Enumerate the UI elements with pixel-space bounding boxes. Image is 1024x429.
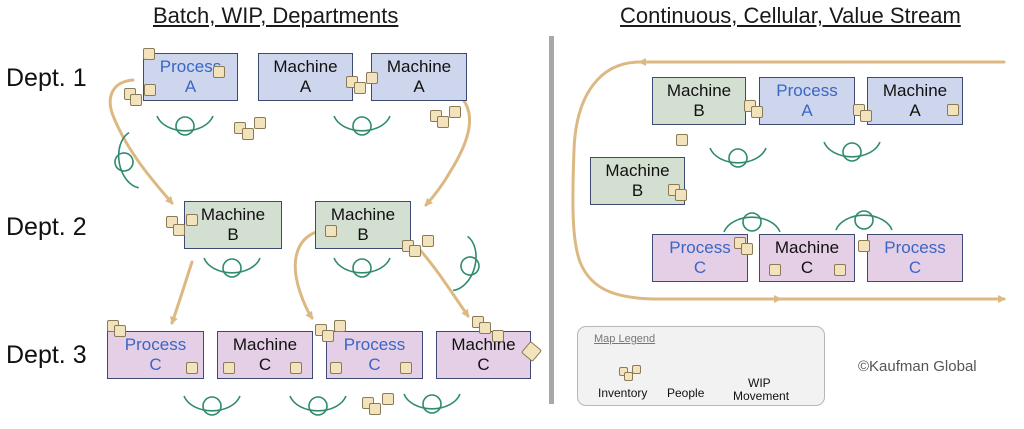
inventory-icon	[354, 82, 366, 94]
wip-arrow-machine-b-to-machine-c	[418, 248, 470, 318]
inventory-icon	[858, 240, 870, 252]
inventory-icon	[676, 134, 688, 146]
inventory-icon	[173, 224, 185, 236]
people-icon	[452, 235, 480, 292]
dept-1-label: Dept. 1	[6, 64, 87, 92]
people-icon	[156, 115, 214, 136]
people-icon	[403, 393, 461, 414]
inventory-icon	[834, 264, 846, 276]
inventory-icon	[449, 106, 461, 118]
right-title: Continuous, Cellular, Value Stream	[620, 3, 961, 28]
dept-3-label: Dept. 3	[6, 341, 87, 369]
inventory-icon	[479, 322, 491, 334]
people-group	[114, 115, 893, 416]
inventory-icon	[741, 243, 753, 255]
inventory-icon	[144, 84, 156, 96]
legend-wip-label-2: Movement	[733, 389, 790, 403]
inventory-icon	[213, 66, 225, 78]
legend-title: Map Legend	[594, 333, 656, 345]
inventory-icon	[186, 214, 198, 226]
people-icon	[183, 395, 241, 416]
legend-inventory-icon	[619, 367, 628, 376]
inventory-icon	[422, 235, 434, 247]
inventory-icon	[751, 106, 763, 118]
copyright-text: ©Kaufman Global	[858, 358, 977, 375]
inventory-icon	[143, 48, 155, 60]
inventory-icon	[400, 362, 412, 374]
people-icon	[723, 212, 781, 233]
people-icon	[333, 257, 391, 278]
people-icon	[709, 147, 767, 168]
inventory-icon	[325, 225, 337, 237]
inventory-icon	[675, 189, 687, 201]
inventory-icon	[223, 362, 235, 374]
legend-inventory-label: Inventory	[598, 386, 648, 400]
inventory-icon	[369, 403, 381, 415]
people-icon	[203, 257, 261, 278]
inventory-icon	[114, 325, 126, 337]
people-icon	[333, 115, 391, 136]
wip-arrow-machine-b-to-process-c-2	[293, 230, 318, 320]
inventory-icon	[947, 104, 959, 116]
inventory-icon	[322, 330, 334, 342]
inventory-icon	[409, 245, 421, 257]
legend-inventory-icon	[632, 365, 641, 374]
people-icon	[114, 132, 139, 189]
inventory-icon	[860, 110, 872, 122]
people-icon	[835, 210, 893, 231]
inventory-icon	[382, 393, 394, 405]
inventory-icon	[366, 72, 378, 84]
legend-inventory-icon	[624, 372, 633, 381]
legend-wip-label-1: WIP	[748, 376, 771, 390]
people-icon	[823, 141, 881, 162]
inventory-icon	[186, 362, 198, 374]
left-title: Batch, WIP, Departments	[153, 3, 399, 28]
inventory-icon	[330, 362, 342, 374]
inventory-icon	[334, 320, 346, 332]
people-icon	[289, 395, 347, 416]
inventory-icon	[130, 94, 142, 106]
dept-2-label: Dept. 2	[6, 213, 87, 241]
section-divider	[549, 36, 554, 404]
inventory-icon	[254, 117, 266, 129]
wip-arrow-machine-a-to-machine-b	[424, 92, 472, 207]
inventory-icon	[437, 116, 449, 128]
wip-arrow-loop-curve	[571, 60, 782, 303]
legend-people-label: People	[667, 386, 705, 400]
inventory-icon	[290, 362, 302, 374]
wip-arrow-machine-b-to-process-c	[170, 260, 194, 325]
wip-arrow-process-a-to-machine-b	[108, 78, 174, 205]
inventory-icon	[242, 128, 254, 140]
inventory-icon	[492, 330, 504, 342]
inventory-icon	[769, 264, 781, 276]
map-legend: Map Legend Inventory People WIP Movement	[577, 326, 825, 406]
